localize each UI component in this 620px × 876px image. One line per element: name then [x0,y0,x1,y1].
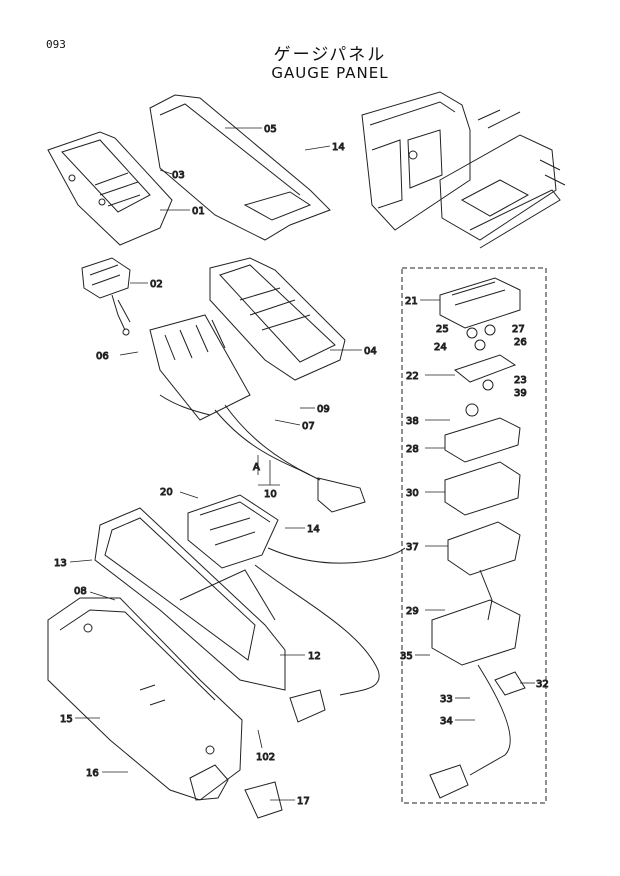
excavator-illustration [361,91,566,249]
part-06-harness [149,314,366,513]
callout-01: 01 [192,206,205,217]
callout-102: 102 [256,752,275,763]
callout-13: 13 [54,558,67,569]
callout-14: 14 [332,142,345,153]
callout-30: 30 [406,488,419,499]
part-02-switch [81,257,131,336]
title-japanese: ゲージパネル [273,45,387,65]
callout-26: 26 [514,337,527,348]
inset-parts-stack [429,277,526,799]
callout-23: 23 [514,375,527,386]
callout-22: 22 [406,371,419,382]
part-05-cover [149,94,331,241]
callout-27: 27 [512,324,525,335]
callout-07: 07 [302,421,315,432]
callout-12: 12 [308,651,321,662]
inset-dashed-box [401,267,547,804]
callout-02: 02 [150,279,163,290]
callout-32: 32 [536,679,549,690]
leader-lines [69,127,535,801]
part-15-side-cover [47,597,243,801]
callout-16: 16 [86,768,99,779]
callout-24: 24 [434,342,447,353]
callout-34: 34 [440,716,453,727]
title-english: GAUGE PANEL [271,64,389,82]
callout-10: 10 [264,489,277,500]
callout-08: 08 [74,586,87,597]
callout-04: 04 [364,346,377,357]
callout-28: 28 [406,444,419,455]
callout-09: 09 [317,404,330,415]
callout-25: 25 [436,324,449,335]
part-12-frame [94,507,286,691]
callout-20: 20 [160,487,173,498]
part-20-panel [187,494,406,723]
part-17-bracket [189,764,283,819]
callout-35: 35 [400,651,413,662]
callout-33: 33 [440,694,453,705]
part-04-housing [209,257,346,381]
callout-05: 05 [264,124,277,135]
callout-29: 29 [406,606,419,617]
callout-03: 03 [172,170,185,181]
callout-39: 39 [514,388,527,399]
page-number: 093 [46,38,66,51]
part-01-instrument-panel [47,131,173,246]
callout-15: 15 [60,714,73,725]
callout-14b: 14 [307,524,320,535]
callout-17: 17 [297,796,310,807]
callout-37: 37 [406,542,419,553]
callout-06: 06 [96,351,109,362]
callout-A: A [253,462,260,473]
callout-38: 38 [406,416,419,427]
callout-21: 21 [405,296,418,307]
